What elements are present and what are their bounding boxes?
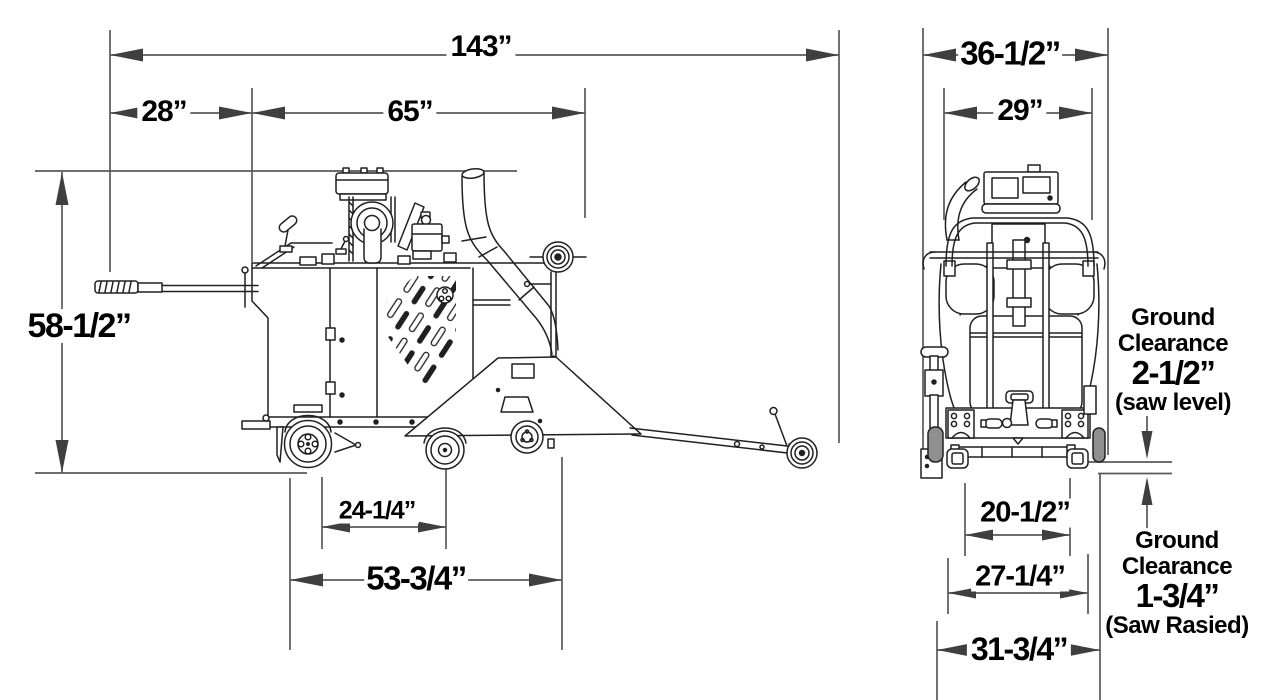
clearance-raised-note: (Saw Rasied) — [1105, 612, 1249, 639]
rear-wheels — [946, 448, 1089, 469]
dim-wheel-span-lines — [289, 457, 563, 650]
clearance-level-word2: Clearance — [1117, 330, 1229, 357]
dim-overall-width-label: 36-1/2” — [958, 34, 1062, 72]
dim-overall-length-label: 143” — [446, 32, 516, 62]
ground-clearance-saw-raised-label: Ground Clearance 1-3/4” (Saw Rasied) — [1105, 527, 1249, 639]
dim-handle-section-label: 28” — [137, 97, 191, 127]
dim-overall-height-label: 58-1/2” — [23, 309, 135, 343]
clearance-level-value: 2-1/2” — [1131, 354, 1216, 391]
dim-track-middle-label: 27-1/4” — [971, 562, 1069, 592]
side-view-drawing — [94, 167, 818, 470]
clearance-raised-word1: Ground — [1135, 527, 1219, 554]
clearance-raised-word2: Clearance — [1121, 553, 1233, 580]
blade-guard — [404, 356, 642, 454]
engine-assembly — [255, 167, 457, 269]
clearance-level-note: (saw level) — [1115, 389, 1231, 416]
dimension-arrowheads — [55, 48, 1153, 657]
ground-clearance-saw-level-label: Ground Clearance 2-1/2” (saw level) — [1115, 305, 1231, 416]
rear-bottom-frame — [945, 390, 1091, 460]
dim-wheel-span-label: 53-3/4” — [364, 559, 468, 597]
dim-track-outer-label: 31-3/4” — [966, 633, 1072, 665]
rear-handlebar — [922, 251, 1106, 270]
clearance-raised-value: 1-3/4” — [1135, 577, 1220, 614]
dim-body-section-label: 65” — [383, 97, 437, 127]
gauge-icon — [436, 286, 454, 304]
rear-center-gearbox — [991, 223, 1046, 327]
rear-left-caster — [920, 346, 949, 479]
dim-body-width-label: 29” — [993, 96, 1047, 126]
side-wheels — [283, 404, 467, 470]
dim-track-inner-label: 20-1/2” — [976, 498, 1074, 528]
rear-right-caster — [1083, 385, 1106, 463]
rear-engine — [981, 164, 1061, 214]
dim-wheel-spacing-label: 24-1/4” — [334, 498, 420, 524]
rear-tanks — [943, 260, 1095, 315]
exhaust-chute — [461, 168, 559, 355]
handlebar — [94, 266, 259, 308]
machine-body — [241, 262, 557, 463]
vent-slots — [386, 276, 456, 392]
rear-view-drawing — [920, 164, 1106, 479]
clearance-level-word1: Ground — [1131, 304, 1215, 331]
rear-chute — [944, 176, 980, 241]
trailer-arm — [629, 406, 818, 469]
